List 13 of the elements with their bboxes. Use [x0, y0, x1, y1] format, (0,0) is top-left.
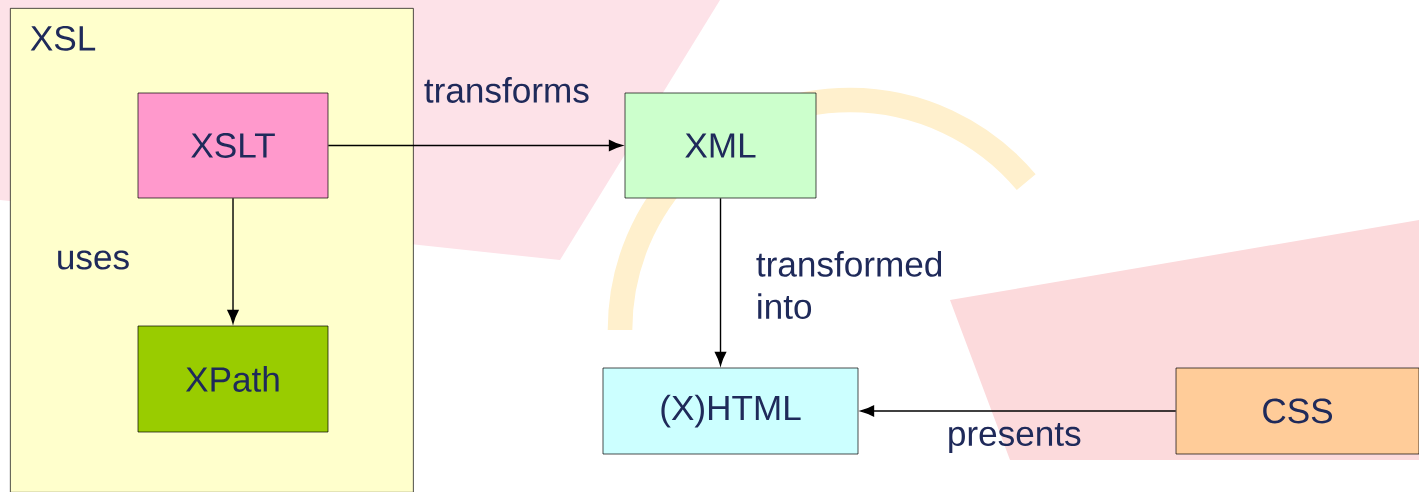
- edge-label: uses: [52, 246, 134, 274]
- arrow: [714, 197, 727, 366]
- edge-label: presents: [949, 423, 1081, 453]
- arrow: [227, 197, 239, 324]
- arrow: [860, 405, 1177, 417]
- arrow: [327, 139, 623, 152]
- process-box: (X)HTML: [602, 367, 859, 455]
- edge-label: transformed into: [756, 251, 942, 319]
- process-box: XML: [624, 92, 817, 199]
- process-box: CSS: [1175, 367, 1419, 455]
- process-box: XPath: [137, 325, 329, 433]
- process-box: XSLT: [137, 92, 329, 199]
- edge-label: transforms: [424, 77, 589, 103]
